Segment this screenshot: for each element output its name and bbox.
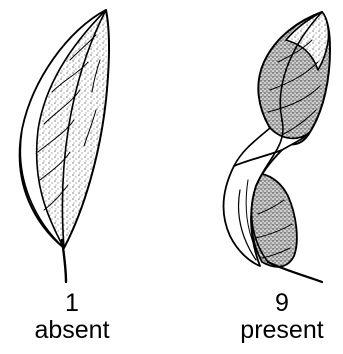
panel-9-number: 9	[222, 290, 342, 317]
panel-1-caption: 1 absent	[12, 290, 132, 344]
panel-9-label: present	[222, 317, 342, 344]
leaf-twisted-drawing	[224, 12, 330, 282]
leaf-flat-drawing	[20, 10, 109, 282]
panel-1-label: absent	[12, 317, 132, 344]
panel-9-caption: 9 present	[222, 290, 342, 344]
panel-1-number: 1	[12, 290, 132, 317]
